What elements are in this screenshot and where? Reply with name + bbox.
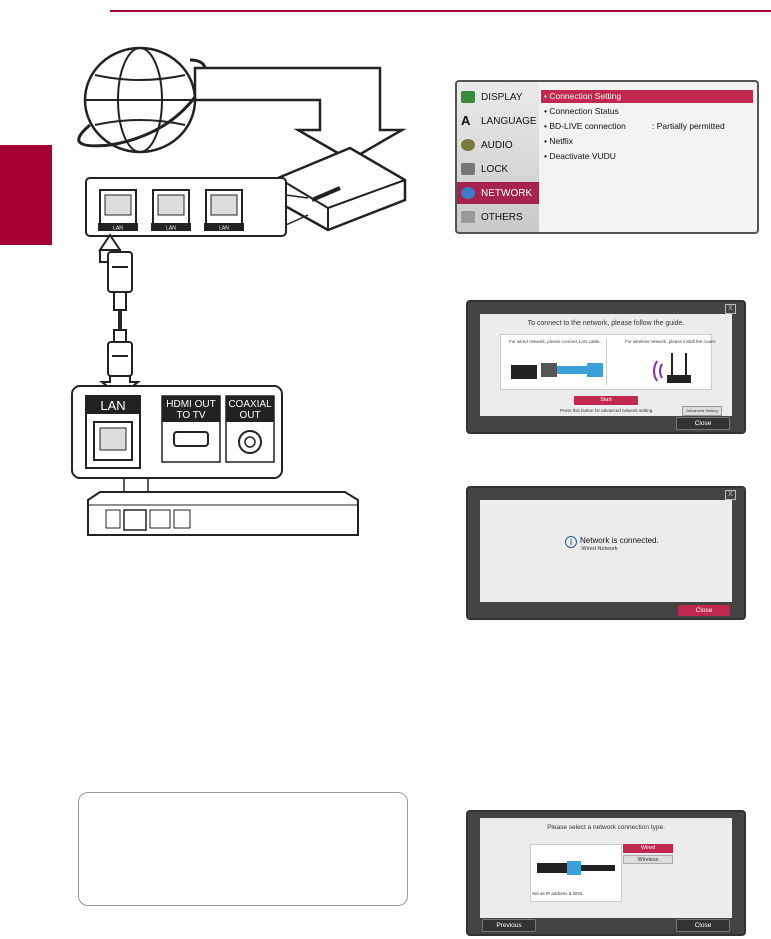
svg-text:LAN: LAN — [100, 398, 125, 413]
wired-illustration — [530, 844, 622, 902]
close-x-icon[interactable]: X — [725, 490, 736, 500]
svg-text:LAN: LAN — [219, 226, 229, 232]
start-button[interactable]: Start — [574, 396, 638, 405]
option-bd-live[interactable]: • BD-LIVE connection: Partially permitte… — [544, 121, 725, 131]
wired-cable-icon — [511, 363, 603, 379]
svg-text:HDMI OUT: HDMI OUT — [166, 399, 215, 410]
router-lan-ports: LAN LAN LAN — [98, 189, 244, 232]
connection-type-dialog: Please select a network connection type.… — [466, 810, 746, 936]
player-coaxial-port: COAXIAL OUT — [225, 395, 275, 463]
advanced-setting-button[interactable]: Advanced Setting — [682, 406, 722, 416]
lan-cable-icon — [98, 233, 141, 398]
svg-text:LAN: LAN — [113, 226, 123, 232]
type-title: Please select a network connection type. — [547, 824, 665, 831]
menu-item-lock[interactable]: LOCK — [457, 158, 539, 180]
network-guide-dialog: X To connect to the network, please foll… — [466, 300, 746, 434]
svg-text:OUT: OUT — [239, 410, 260, 421]
menu-item-display[interactable]: DISPLAY — [457, 86, 539, 108]
display-icon — [461, 91, 475, 103]
dialog-body: To connect to the network, please follow… — [480, 314, 732, 416]
note-box — [78, 792, 408, 906]
menu-item-others[interactable]: OTHERS — [457, 206, 539, 228]
player-hdmi-port: HDMI OUT TO TV — [161, 395, 221, 463]
info-icon: i — [565, 536, 577, 548]
menu-item-network[interactable]: NETWORK — [457, 182, 539, 204]
connected-message: Network is connected. — [580, 536, 659, 545]
svg-text:LAN: LAN — [166, 226, 176, 232]
network-connected-dialog: X i Network is connected. :Wired Network… — [466, 486, 746, 620]
dialog-body: Please select a network connection type.… — [480, 818, 732, 918]
close-button[interactable]: Close — [676, 919, 730, 932]
audio-icon — [461, 139, 475, 151]
internet-globe-icon — [77, 46, 208, 154]
connection-type: :Wired Network — [580, 546, 618, 552]
svg-text:COAXIAL: COAXIAL — [228, 399, 272, 410]
close-button[interactable]: Close — [678, 605, 730, 616]
option-netflix[interactable]: • Netflix — [544, 136, 573, 146]
option-deactivate-vudu[interactable]: • Deactivate VUDU — [544, 151, 616, 161]
wireless-router-icon — [653, 353, 691, 383]
others-icon — [461, 211, 475, 223]
arrow-to-router — [193, 66, 407, 162]
guide-illustration: For wired network, please connect LAN ca… — [500, 334, 716, 390]
wired-option[interactable]: Wired — [623, 844, 673, 853]
header-rule — [110, 10, 771, 12]
chapter-tab — [0, 145, 52, 245]
wireless-option[interactable]: Wireless — [623, 855, 673, 864]
svg-text:TO TV: TO TV — [176, 410, 205, 421]
close-x-icon[interactable]: X — [725, 304, 736, 314]
player-lan-port: LAN — [85, 395, 141, 469]
guide-title: To connect to the network, please follow… — [527, 320, 685, 327]
menu-item-audio[interactable]: AUDIO — [457, 134, 539, 156]
ip-dns-note: Set as IP address & DNS. — [532, 891, 584, 896]
option-connection-status[interactable]: • Connection Status — [544, 106, 619, 116]
blu-ray-player-icon — [87, 491, 359, 536]
close-button[interactable]: Close — [676, 417, 730, 430]
dialog-body: i Network is connected. :Wired Network — [480, 500, 732, 602]
network-options: • Connection Setting • Connection Status… — [539, 82, 757, 232]
connection-diagram: LAN LAN LAN LAN HDMI OUT TO TV — [71, 46, 407, 536]
lock-icon — [461, 163, 475, 175]
advanced-setting-hint: Press this button for advanced network s… — [560, 408, 654, 413]
wired-cable-icon — [537, 861, 615, 875]
router-icon — [276, 146, 407, 232]
language-icon: A — [461, 113, 471, 128]
previous-button[interactable]: Previous — [482, 919, 536, 932]
network-globe-icon — [461, 187, 475, 199]
option-connection-setting[interactable]: • Connection Setting — [541, 90, 753, 103]
